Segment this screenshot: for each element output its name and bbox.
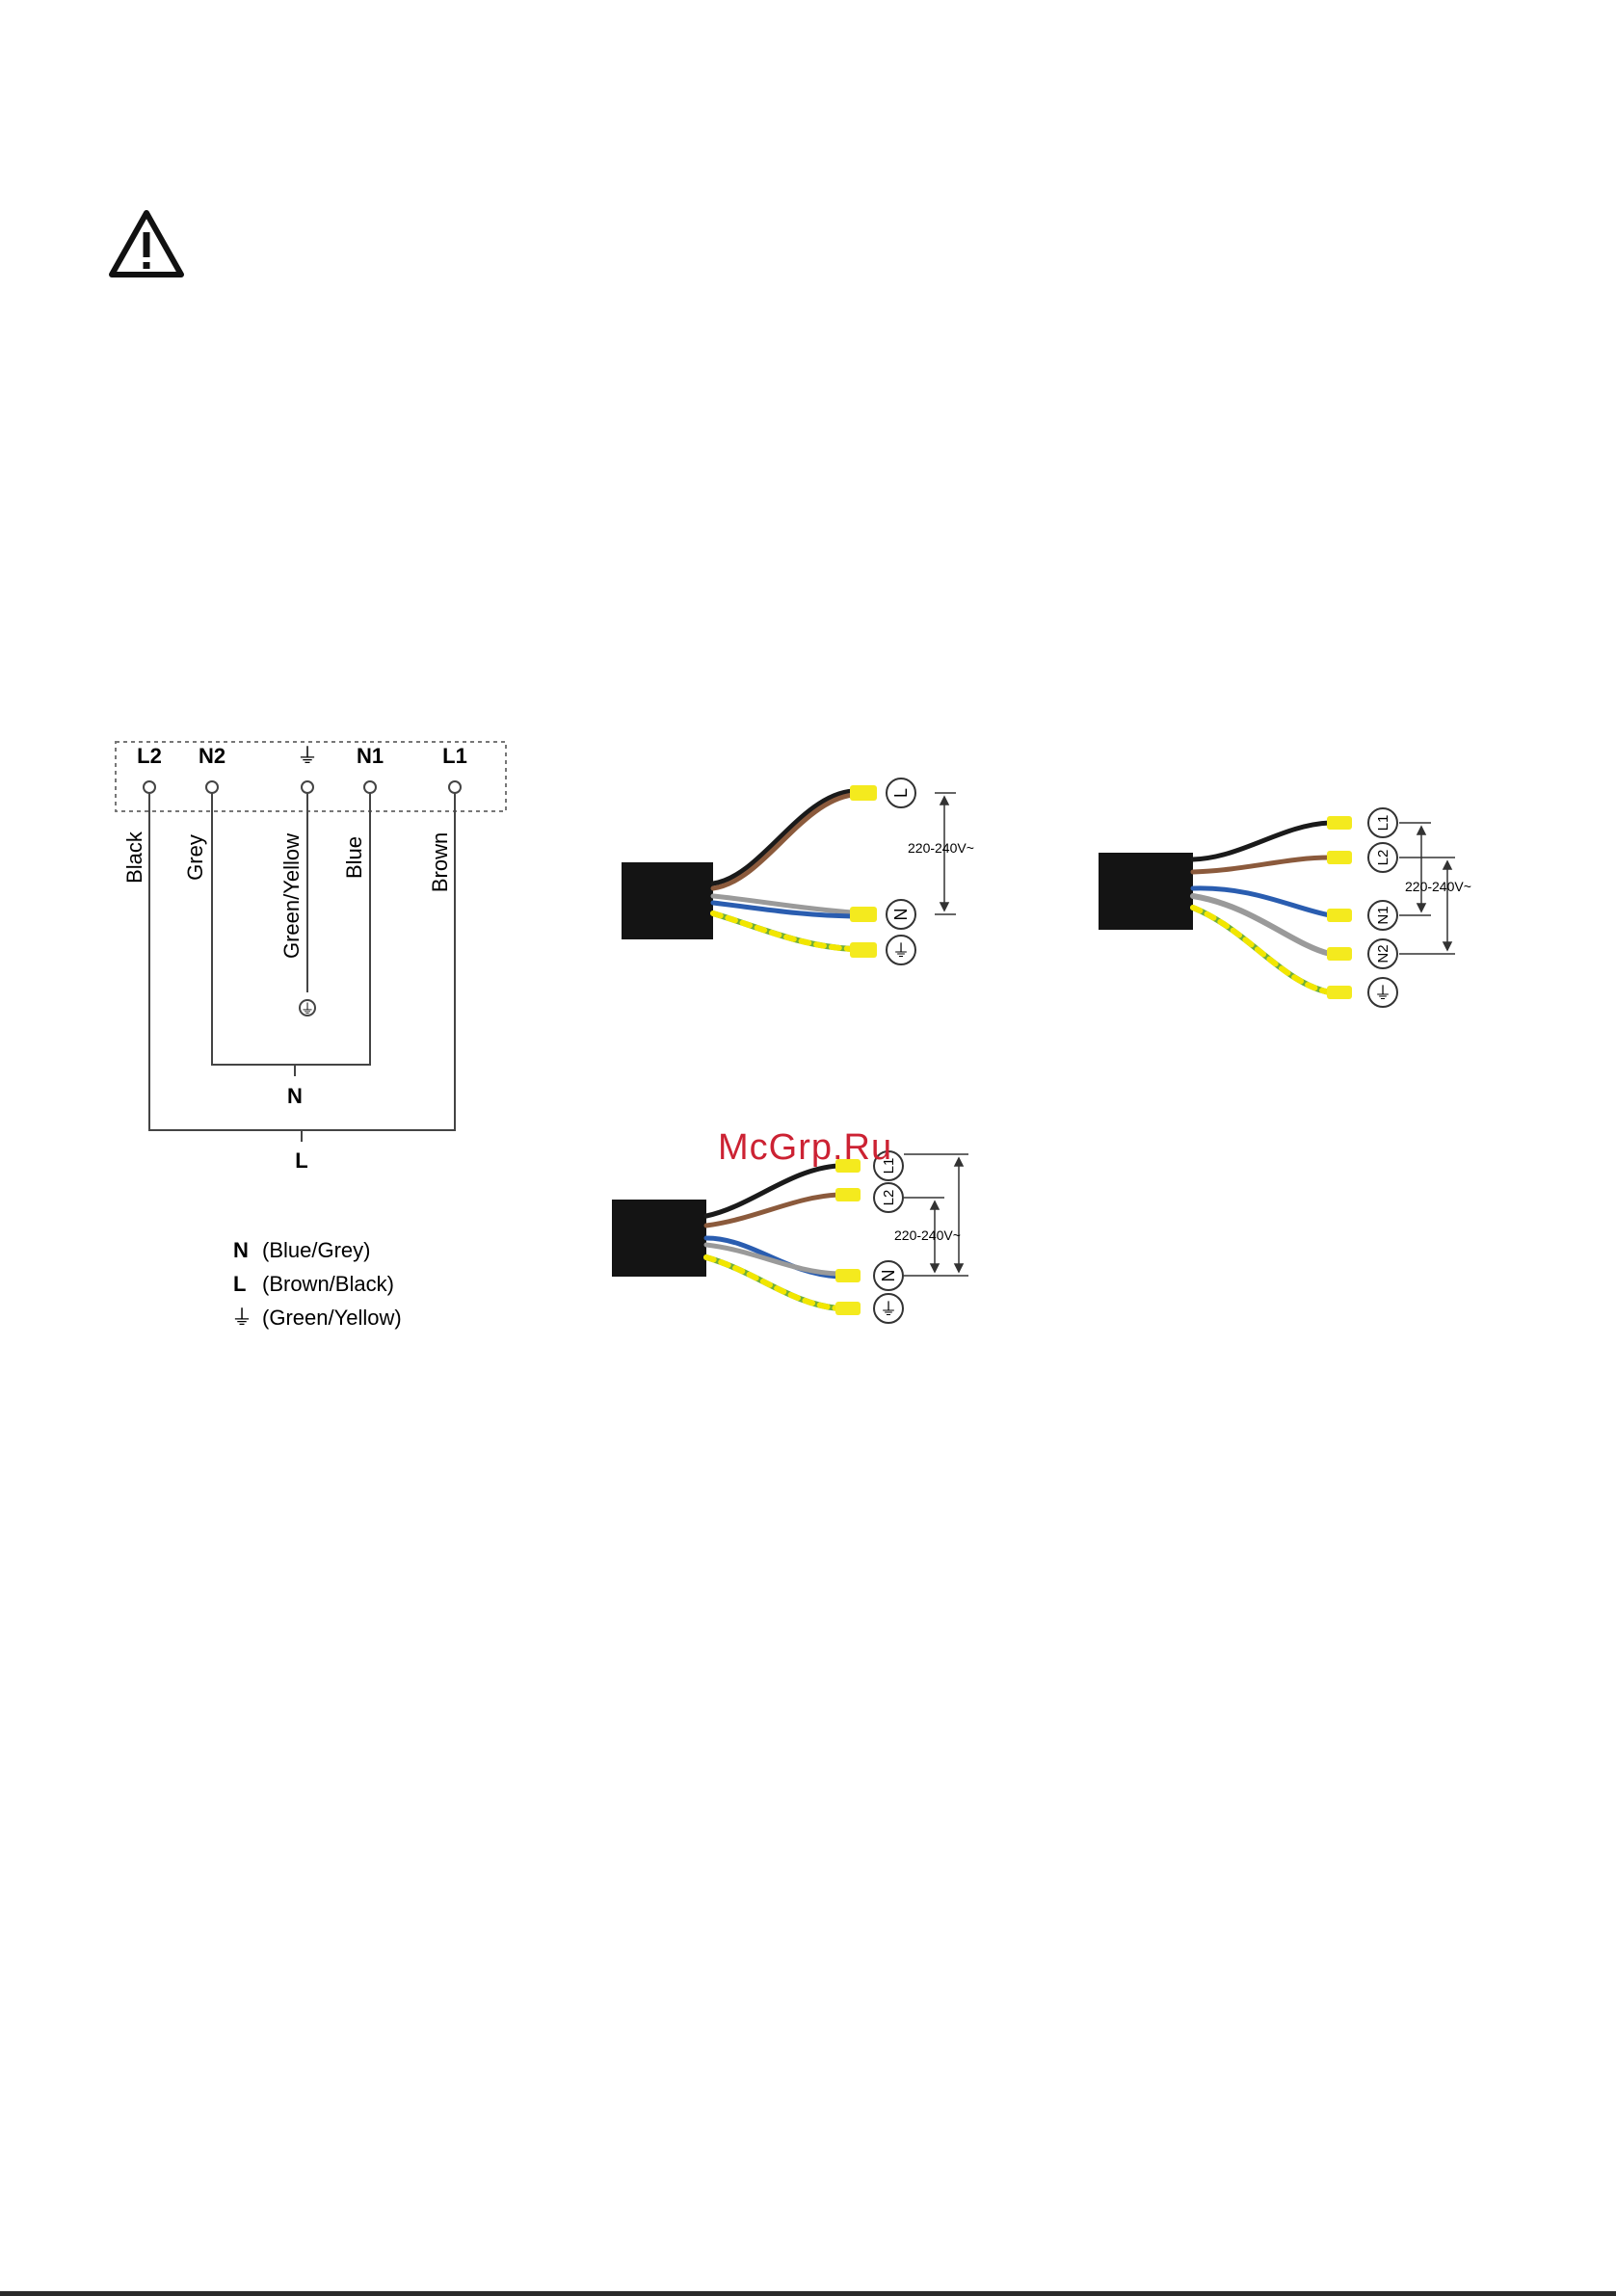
tag-label-earth: ⏚ xyxy=(892,941,910,961)
legend-key-l: L xyxy=(233,1272,246,1296)
arrow-n1 xyxy=(1417,904,1425,911)
arrow-l2 xyxy=(931,1201,939,1209)
connector-earth xyxy=(835,1302,861,1315)
terminal-label-earth: ⏚ xyxy=(297,744,318,768)
connector-l2 xyxy=(1327,851,1352,864)
arrow-l1 xyxy=(1417,827,1425,834)
legend-text-n: (Blue/Grey) xyxy=(262,1238,370,1262)
terminal-label-l1: L1 xyxy=(442,744,467,768)
wire-black xyxy=(1193,823,1330,859)
voltage-label: 220-240V~ xyxy=(908,840,974,856)
footer-rule xyxy=(0,2291,1616,2296)
n-join-label: N xyxy=(287,1084,303,1108)
wire-grey xyxy=(1193,896,1330,954)
tag-label-n1: N1 xyxy=(1375,906,1391,924)
terminal-screw-l2 xyxy=(144,781,155,793)
connector-n1 xyxy=(1327,909,1352,922)
cable-sheath xyxy=(622,862,713,939)
arrow-l1 xyxy=(955,1158,963,1166)
arrow-n2 xyxy=(1444,942,1451,950)
watermark: McGrp.Ru xyxy=(718,1127,892,1169)
tag-label-n2: N2 xyxy=(1375,944,1391,963)
legend-text-earth: (Green/Yellow) xyxy=(262,1306,402,1330)
wire-brown xyxy=(1193,858,1330,872)
tag-label-n: N xyxy=(891,909,911,921)
terminal-label-n2: N2 xyxy=(199,744,225,768)
wire-label-grey: Grey xyxy=(183,834,207,881)
legend-text-l: (Brown/Black) xyxy=(262,1272,394,1296)
tag-label-earth: ⏚ xyxy=(880,1300,897,1319)
l-join-label: L xyxy=(295,1148,307,1173)
voltage-arrow-up xyxy=(940,797,948,805)
tag-label-l2: L2 xyxy=(1375,850,1391,866)
terminal-screw-l1 xyxy=(449,781,461,793)
terminal-screw-earth xyxy=(302,781,313,793)
tag-label-n: N xyxy=(879,1270,898,1282)
warning-icon xyxy=(106,207,187,280)
terminal-label-l2: L2 xyxy=(137,744,162,768)
terminal-screw-n2 xyxy=(206,781,218,793)
wire-grey xyxy=(706,1245,838,1274)
arrow-n-right xyxy=(955,1264,963,1272)
connector-earth xyxy=(1327,986,1352,999)
tag-label-l: L xyxy=(891,788,911,798)
terminal-block-diagram: L2 N2 ⏚ N1 L1 ⏚ Black Grey Green/Yellow … xyxy=(106,732,530,1359)
wire-label-brown: Brown xyxy=(428,832,452,892)
tag-label-earth: ⏚ xyxy=(1374,984,1391,1003)
arrow-l2 xyxy=(1444,861,1451,869)
tag-label-l1: L1 xyxy=(1375,815,1391,831)
wire-label-black: Black xyxy=(122,831,146,884)
wire-yellow-stripe xyxy=(713,913,853,949)
legend-key-earth: ⏚ xyxy=(231,1306,252,1330)
wire-label-green-yellow: Green/Yellow xyxy=(279,833,304,959)
wire-label-blue: Blue xyxy=(342,836,366,879)
connector-l2 xyxy=(835,1188,861,1201)
connector-l xyxy=(850,785,877,801)
earth-end-symbol: ⏚ xyxy=(301,1001,314,1016)
legend-key-n: N xyxy=(233,1238,249,1262)
terminal-screw-n1 xyxy=(364,781,376,793)
cable-sheath xyxy=(1099,853,1193,930)
connector-n2 xyxy=(1327,947,1352,961)
connector-n xyxy=(850,907,877,922)
tag-label-l2: L2 xyxy=(881,1190,897,1206)
connector-l1 xyxy=(1327,816,1352,830)
connector-n xyxy=(835,1269,861,1282)
arrow-n-left xyxy=(931,1264,939,1272)
voltage-label: 220-240V~ xyxy=(1405,879,1471,894)
connector-earth xyxy=(850,942,877,958)
terminal-label-n1: N1 xyxy=(357,744,384,768)
single-phase-cable-diagram: L N ⏚ 220-240V~ xyxy=(607,756,1041,1007)
voltage-label: 220-240V~ xyxy=(894,1227,961,1243)
cable-sheath xyxy=(612,1200,706,1277)
two-phase-four-wire-diagram: L1 L2 N1 N2 ⏚ 220-240V~ xyxy=(1089,800,1532,1031)
voltage-arrow-down xyxy=(940,903,948,910)
